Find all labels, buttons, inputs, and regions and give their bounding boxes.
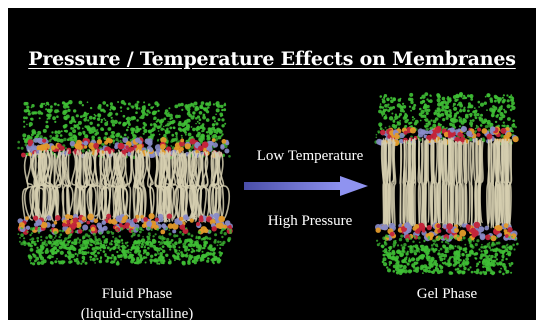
fluid-phase-label: Fluid Phase (liquid-crystalline) [52,284,222,320]
high-pressure-label: High Pressure [267,213,353,229]
right-arrow-icon [244,176,368,196]
slide-title: Pressure / Temperature Effects on Membra… [28,48,516,70]
fluid-phase-name: Fluid Phase [101,286,173,302]
gel-phase-label: Gel Phase [416,286,478,302]
fluid-phase-subtitle: (liquid-crystalline) [80,306,194,320]
slide: Pressure / Temperature Effects on Membra… [8,8,536,320]
low-temperature-label: Low Temperature [256,148,364,164]
gel-phase-membrane-image [374,92,519,276]
fluid-phase-membrane-image [17,100,233,266]
